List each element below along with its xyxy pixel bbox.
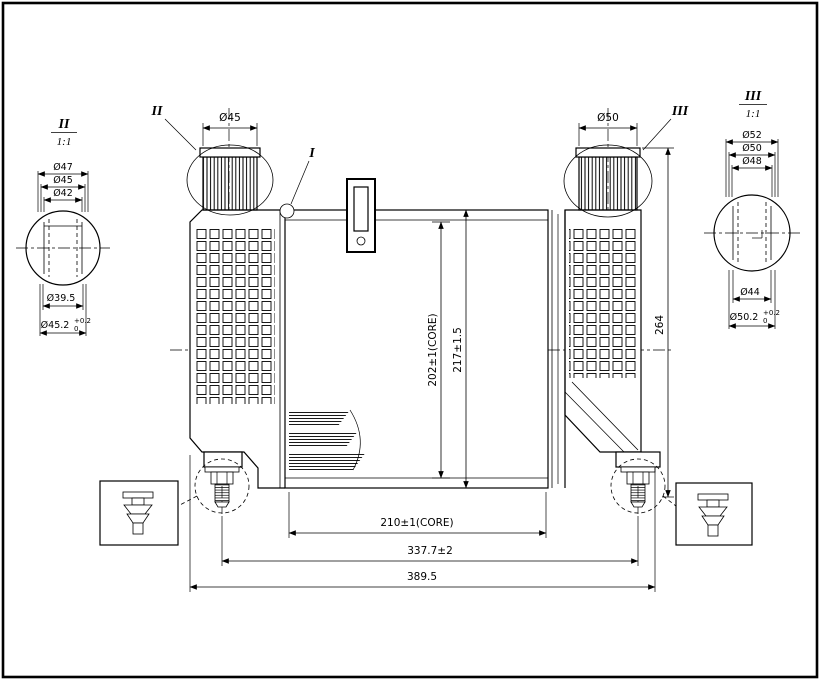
dim-left-tol: Ø45.2 [41,320,70,331]
left-foot-bolt [203,451,243,508]
dim-right-inner: Ø48 [742,156,762,167]
dim-left-outer: Ø47 [53,162,73,173]
section-circle-right [563,144,653,218]
dim-right-tol-minus: 0 [763,317,767,325]
dim-left-inner: Ø42 [53,188,73,199]
dim-left-pipe: Ø45 [219,112,241,124]
callout-left-pipe: II [151,104,163,119]
dim-left-tol-plus: +0.2 [74,317,91,325]
section-right-label: III [744,89,762,104]
callout-right-pipe: III [671,104,689,119]
section-left-scale: 1:1 [57,136,72,148]
dim-right-outer: Ø52 [742,130,762,141]
dim-left-bottom: Ø39.5 [47,293,76,304]
dim-left-mid: Ø45 [53,175,73,186]
dim-right-tol: Ø50.2 [730,312,759,323]
mount-pin-left [122,491,154,535]
section-view-right: III 1:1 Ø52 Ø50 Ø48 Ø44 Ø50.2 +0.2 0 [704,89,800,329]
right-inlet-pipe [563,144,653,218]
left-tank-grid [195,228,275,404]
callout-bracket: I [308,146,315,161]
section-left-label: II [58,117,70,132]
dim-left-tol-minus: 0 [74,325,78,333]
main-view-body [177,144,677,514]
dim-right-pipe: Ø50 [597,112,619,124]
dim-overall-height: 217±1.5 [452,327,464,373]
dim-total-height: 264 [654,315,666,335]
dim-right-mid: Ø50 [742,143,762,154]
dim-core-height: 202±1(CORE) [427,313,439,386]
dim-right-tol-plus: +0.2 [763,309,780,317]
mount-detail-box-left [99,480,179,546]
dim-right-bottom: Ø44 [740,287,760,298]
mount-pin-right [697,493,729,537]
left-inlet-pipe [186,144,274,216]
top-clip [279,203,295,219]
right-foot-bolt [615,451,661,508]
main-dimensions: Ø45 Ø50 264 202±1(CORE) 217±1.5 210±1(CO… [189,112,674,592]
mount-detail-box-right [675,482,753,546]
dim-mount-span: 337.7±2 [407,545,453,557]
section-circle-left [186,144,274,216]
callout-labels: II III I [151,104,689,205]
dim-overall-width: 389.5 [407,571,437,583]
section-view-left: II 1:1 Ø47 Ø45 Ø42 Ø39.5 Ø45.2 +0.2 0 [16,117,110,336]
right-tank-brace [571,381,639,451]
section-right-scale: 1:1 [746,108,761,120]
core-fins [289,409,366,471]
top-bracket [279,178,376,253]
left-mount-detail-circle [194,458,250,514]
right-mount-detail-circle [610,458,666,514]
dim-core-width: 210±1(CORE) [380,517,453,529]
right-tank-grid [569,228,637,378]
